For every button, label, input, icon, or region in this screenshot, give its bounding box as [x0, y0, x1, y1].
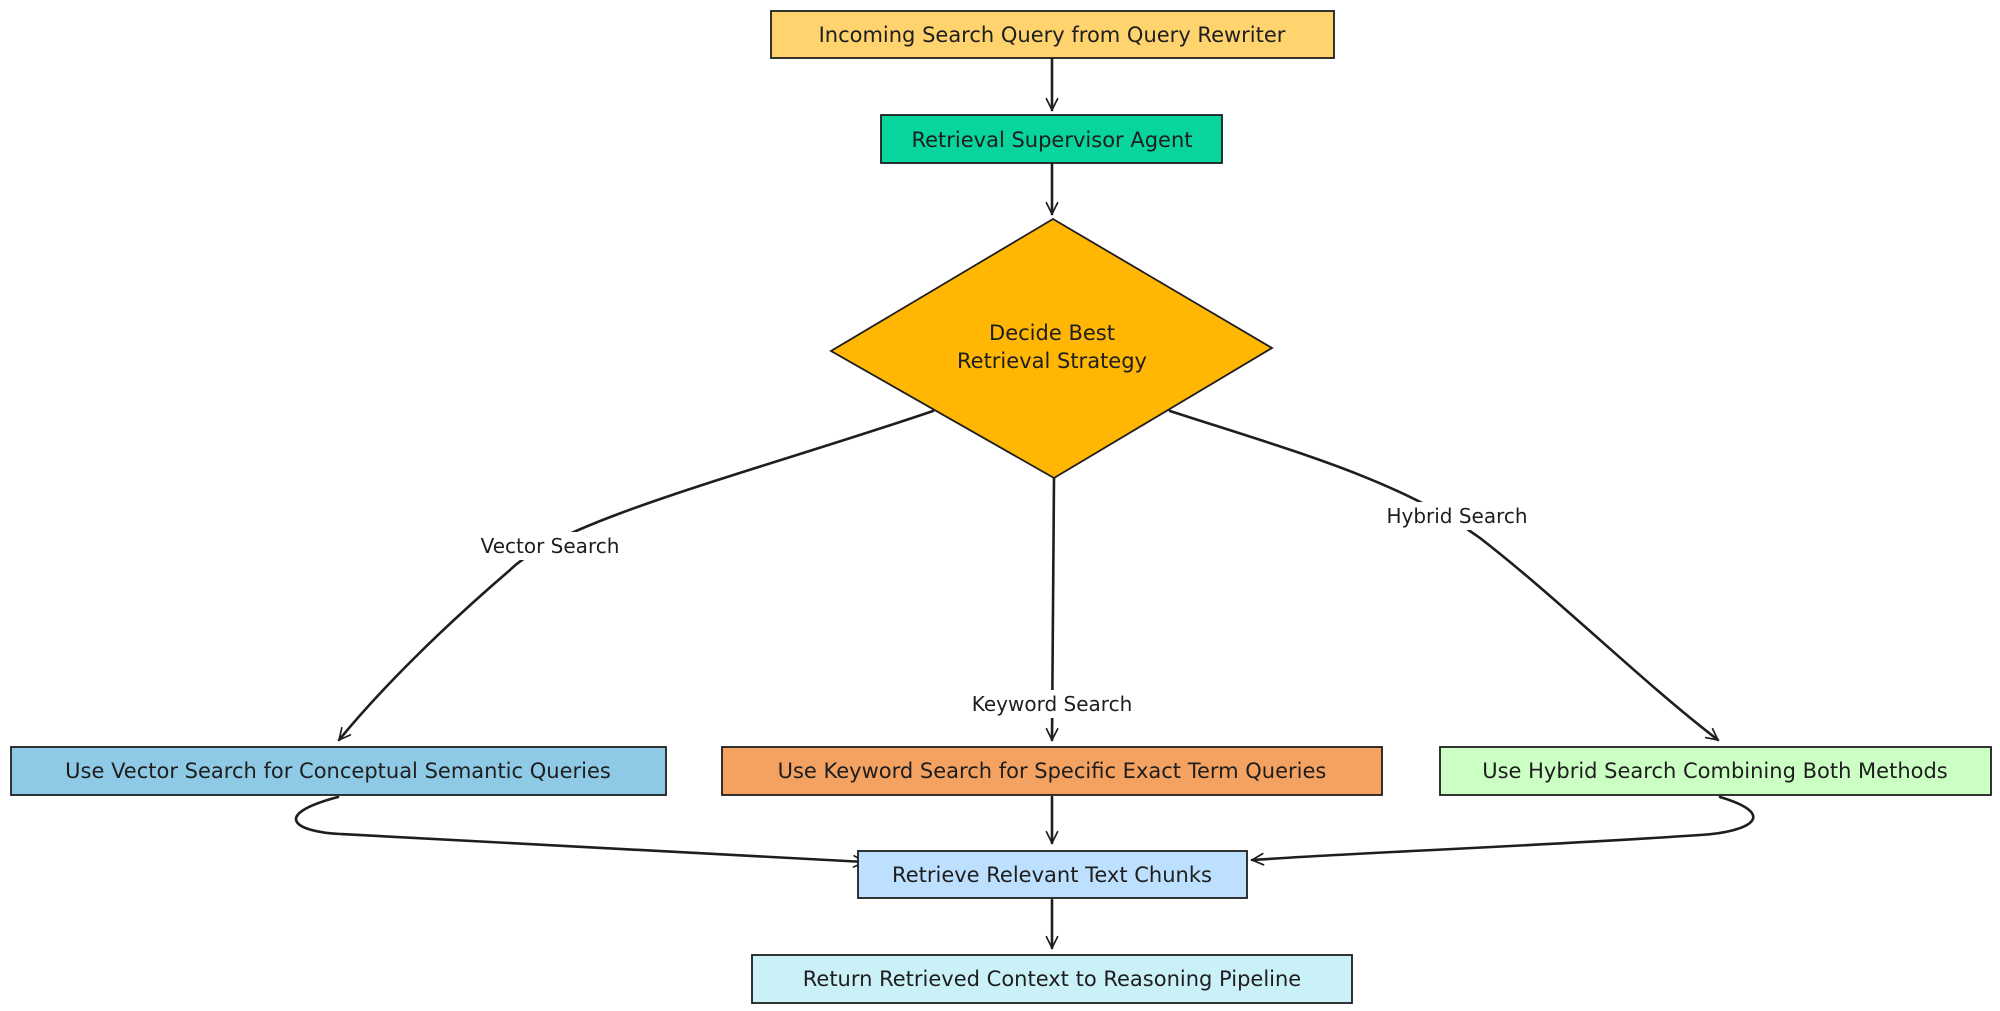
node-vector-search: Use Vector Search for Conceptual Semanti…: [10, 746, 667, 796]
edge-vector-to-retrieve: [294, 795, 867, 868]
node-return-context: Return Retrieved Context to Reasoning Pi…: [751, 954, 1353, 1004]
node-retrieval-supervisor: Retrieval Supervisor Agent: [880, 114, 1223, 164]
node-keyword-label: Use Keyword Search for Specific Exact Te…: [778, 759, 1327, 783]
node-supervisor-box: [880, 114, 1223, 164]
node-keyword-search: Use Keyword Search for Specific Exact Te…: [721, 746, 1383, 796]
edge-hybrid-to-retrieve: [1250, 795, 1755, 866]
node-retrieve-chunks: Retrieve Relevant Text Chunks: [857, 850, 1248, 899]
node-decision-label-line1: Decide Best: [989, 321, 1115, 345]
edge-label-keyword-search: Keyword Search: [972, 692, 1133, 716]
node-retrieve-box: [857, 850, 1248, 899]
node-decide-strategy: Decide Best Retrieval Strategy: [829, 217, 1274, 480]
edges: [294, 46, 1755, 950]
node-incoming-query: Incoming Search Query from Query Rewrite…: [770, 10, 1335, 59]
node-return-box: [751, 954, 1353, 1004]
edge-decision-to-vector: [337, 409, 935, 742]
node-hybrid-label: Use Hybrid Search Combining Both Methods: [1482, 759, 1948, 783]
node-hybrid-search: Use Hybrid Search Combining Both Methods: [1439, 746, 1992, 796]
node-retrieve-label: Retrieve Relevant Text Chunks: [892, 863, 1212, 887]
edge-label-hybrid-search: Hybrid Search: [1386, 504, 1527, 528]
edge-decision-to-hybrid: [1168, 409, 1720, 742]
hybrid-label-bg: [1378, 502, 1536, 530]
node-keyword-box: [721, 746, 1383, 796]
edge-label-vector-search: Vector Search: [481, 534, 620, 558]
node-decision-label-line2: Retrieval Strategy: [957, 349, 1147, 373]
node-vector-label: Use Vector Search for Conceptual Semanti…: [65, 759, 611, 783]
node-incoming-box: [770, 10, 1335, 59]
node-incoming-label: Incoming Search Query from Query Rewrite…: [819, 23, 1286, 47]
edge-labels: Vector Search Keyword Search Hybrid Sear…: [468, 502, 1536, 718]
node-supervisor-label: Retrieval Supervisor Agent: [911, 128, 1192, 152]
keyword-label-bg: [960, 690, 1144, 718]
node-vector-box: [10, 746, 667, 796]
node-hybrid-box: [1439, 746, 1992, 796]
node-return-label: Return Retrieved Context to Reasoning Pi…: [803, 967, 1301, 991]
node-decision-diamond: [829, 217, 1274, 480]
vector-label-bg: [468, 532, 632, 560]
